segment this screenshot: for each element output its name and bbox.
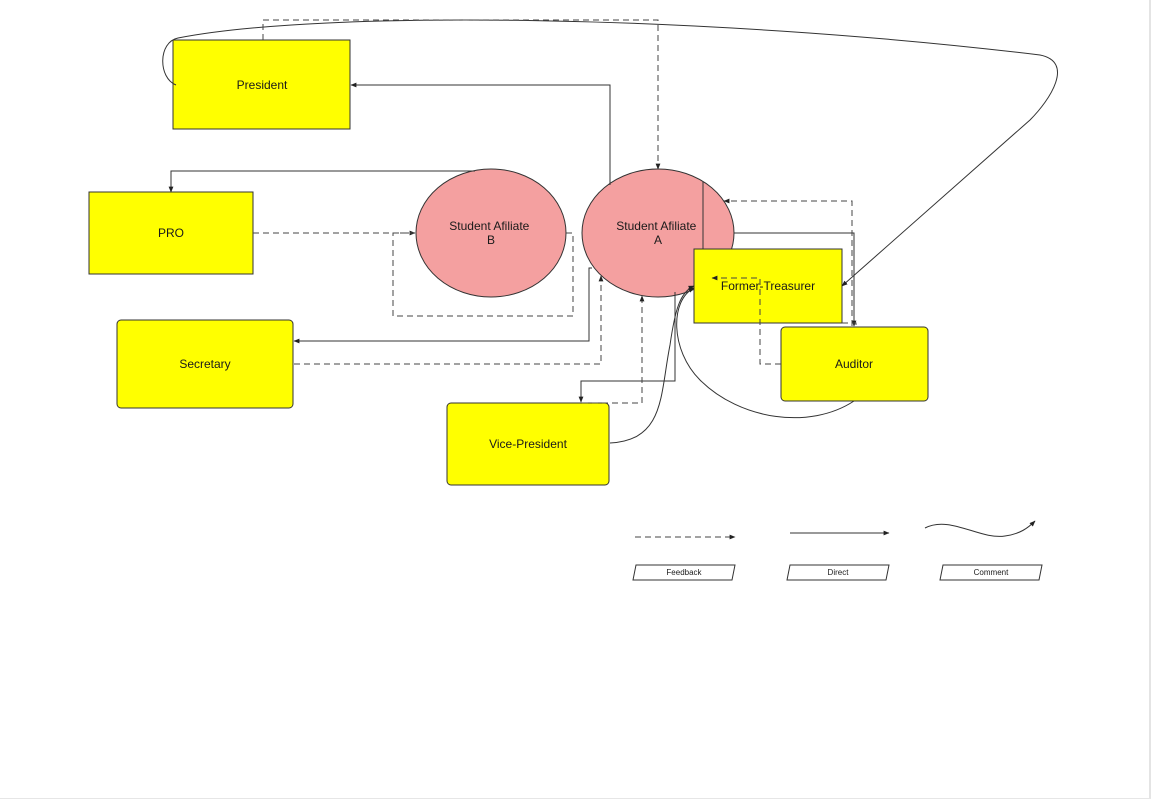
direct-arrow-a-to-vice-president [578, 292, 676, 403]
comment-curve-vice-president-to-a [609, 285, 695, 444]
legend-comment-curve [924, 520, 1036, 537]
legend-comment-label: Comment [974, 568, 1009, 577]
legend-comment-box [939, 564, 1043, 581]
feedback-loop-student-b [392, 232, 574, 317]
student-affiliate-a-label: Student Afiliate A [616, 219, 699, 247]
feedback-arrow-auditor-to-treasurer [711, 275, 781, 365]
president-label: President [237, 78, 288, 92]
legend-feedback-box [632, 564, 736, 581]
legend-feedback-label: Feedback [666, 568, 702, 577]
direct-arrow-a-to-secretary [293, 267, 592, 344]
student-affiliate-b-label: Student Afiliate B [449, 219, 532, 247]
student-affiliate-b-line1: Student Afiliate [449, 219, 529, 233]
vice-president-box[interactable] [446, 402, 610, 486]
comment-curve-president-to-treasurer [162, 19, 1059, 287]
student-affiliate-a-line1: Student Afiliate [616, 219, 696, 233]
president-box[interactable] [172, 39, 351, 130]
feedback-arrow-president-to-a [262, 19, 661, 170]
auditor-label: Auditor [835, 357, 873, 371]
former-treasurer-label: Former-Treasurer [721, 279, 815, 293]
direct-arrow-b-to-pro [168, 170, 475, 193]
feedback-arrow-secretary-to-a [294, 275, 604, 365]
feedback-line-treasurer-to-auditor [842, 322, 857, 327]
legend-direct-box [786, 564, 890, 581]
vice-president-label: Vice-President [489, 437, 567, 451]
former-treasurer-box[interactable] [693, 248, 843, 324]
comment-curve-auditor-to-a [676, 287, 855, 419]
direct-arrow-a-to-auditor [734, 232, 857, 327]
student-affiliate-a-line2: A [654, 233, 662, 247]
pro-box[interactable] [88, 191, 254, 275]
secretary-box[interactable] [116, 319, 294, 409]
feedback-arrow-auditor-to-a [723, 198, 853, 326]
secretary-label: Secretary [179, 357, 230, 371]
direct-arrow-a-to-president [350, 82, 611, 185]
student-affiliate-b-line2: B [487, 233, 495, 247]
pro-label: PRO [158, 226, 184, 240]
legend-direct-label: Direct [828, 568, 850, 577]
feedback-arrow-vice-president-to-a [582, 295, 645, 404]
legend: Feedback Direct Comment [632, 520, 1043, 581]
page-edge-right [1149, 0, 1151, 799]
